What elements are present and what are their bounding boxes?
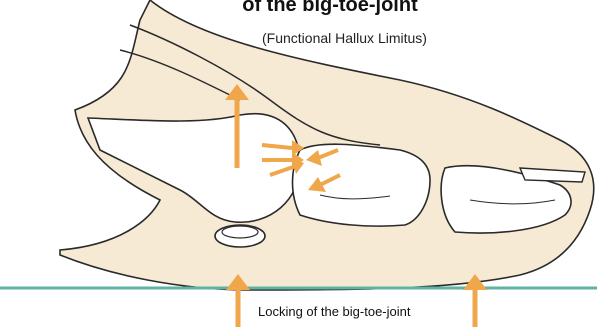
diagram-title: of the big-toe-joint [200, 0, 460, 17]
diagram-caption: Locking of the big-toe-joint [256, 304, 412, 319]
diagram-subtitle: (Functional Hallux Limitus) [262, 30, 492, 46]
sesamoid-bone [215, 225, 265, 247]
